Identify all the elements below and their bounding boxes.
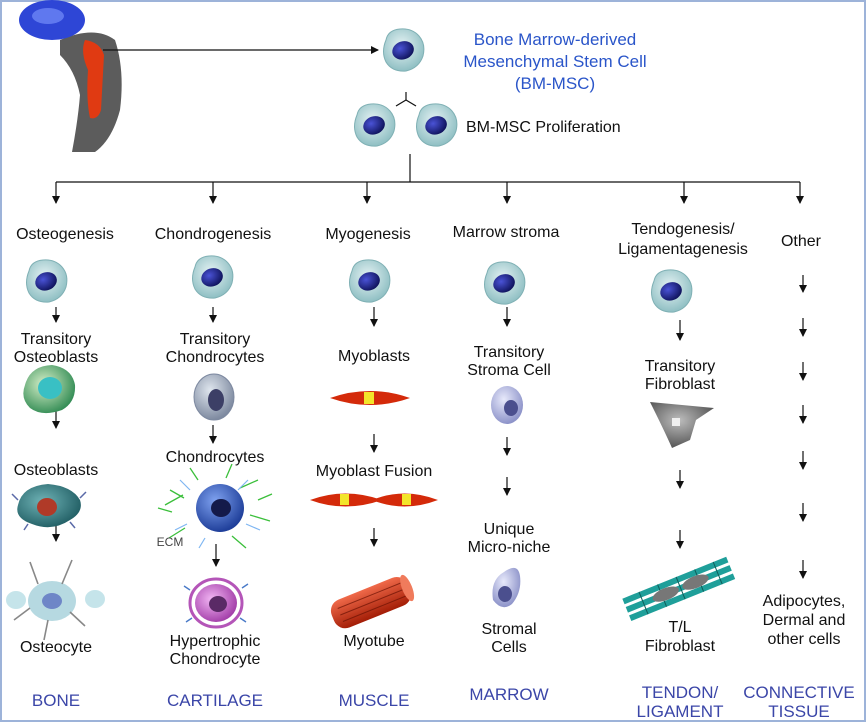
marrow-step1-line2: Stroma Cell — [467, 362, 551, 379]
myoblast-fusion-cells — [310, 493, 438, 507]
cartilage-step3-line1: Hypertrophic — [169, 633, 261, 650]
cartilage-step2: Chondrocytes — [165, 449, 265, 466]
tendon-step1-line1: Transitory — [644, 358, 716, 375]
bone-step3: Osteocyte — [19, 639, 93, 656]
other-step1-line2: Dermal and — [762, 612, 846, 629]
bone-step2: Osteoblasts — [13, 462, 99, 479]
tendogenesis-header-line1: Tendogenesis/ — [631, 221, 735, 238]
osteocyte-cell — [6, 559, 105, 641]
cartilage-footer: CARTILAGE — [166, 691, 264, 710]
marrow-step3-line2: Cells — [491, 639, 527, 656]
chondrogenesis-header: Chondrogenesis — [154, 226, 272, 243]
bone-footer: BONE — [31, 691, 81, 710]
source-title-line1: Bone Marrow-derived — [473, 30, 637, 49]
muscle-step1: Myoblasts — [337, 348, 411, 365]
osteoblast-cell — [11, 484, 87, 531]
tendon-step2-line2: Fibroblast — [644, 638, 716, 655]
femur-illustration — [19, 0, 122, 152]
other-step1-line3: other cells — [767, 631, 841, 648]
myoblast-cell — [330, 391, 410, 405]
osteogenesis-header: Osteogenesis — [16, 226, 114, 243]
tendon-step2-line1: T/L — [668, 619, 692, 636]
source-title-line3: (BM-MSC) — [514, 74, 596, 93]
tendon-footer-line1: TENDON/ — [641, 683, 719, 702]
marrow-step3-line1: Stromal — [481, 621, 537, 638]
myogenesis-header: Myogenesis — [325, 226, 411, 243]
tendon-footer-line2: LIGAMENT — [636, 702, 724, 721]
hypertrophic-chondrocyte-cell — [183, 577, 249, 629]
muscle-step2: Myoblast Fusion — [315, 463, 433, 480]
marrow-step2-line1: Unique — [483, 521, 535, 538]
tendogenesis-header-line2: Ligamentagenesis — [618, 241, 748, 258]
cartilage-step3-line2: Chondrocyte — [169, 651, 261, 668]
tendon-step1-line2: Fibroblast — [644, 376, 716, 393]
cartilage-step1-line1: Transitory — [179, 331, 251, 348]
tendon-ligament-fibroblast-fibers — [622, 556, 736, 621]
other-header: Other — [780, 233, 821, 250]
source-title-line2: Mesenchymal Stem Cell — [463, 52, 647, 71]
marrow-step1-line1: Transitory — [473, 344, 545, 361]
transitory-stroma-cell — [491, 386, 523, 424]
cartilage-step1-line2: Chondrocytes — [165, 349, 265, 366]
stromal-cell — [492, 567, 521, 608]
marrow-stroma-header: Marrow stroma — [452, 224, 560, 241]
myotube-cell — [330, 574, 415, 629]
muscle-step3: Myotube — [343, 633, 405, 650]
chondrocyte-ecm-cell — [157, 463, 273, 549]
marrow-footer: MARROW — [469, 685, 549, 704]
bone-step1-line1: Transitory — [20, 331, 92, 348]
bone-step1-line2: Osteoblasts — [13, 349, 99, 366]
ecm-label: ECM — [156, 535, 184, 549]
other-step1-line1: Adipocytes, — [762, 593, 846, 610]
transitory-osteoblast-cell — [23, 365, 76, 414]
other-footer-line2: TISSUE — [768, 702, 830, 721]
transitory-chondrocyte-cell — [193, 373, 235, 421]
muscle-footer: MUSCLE — [338, 691, 410, 710]
transitory-fibroblast-cell — [650, 402, 714, 448]
proliferation-label: BM-MSC Proliferation — [466, 119, 621, 136]
other-footer-line1: CONNECTIVE — [743, 683, 855, 702]
marrow-step2-line2: Micro-niche — [467, 539, 551, 556]
